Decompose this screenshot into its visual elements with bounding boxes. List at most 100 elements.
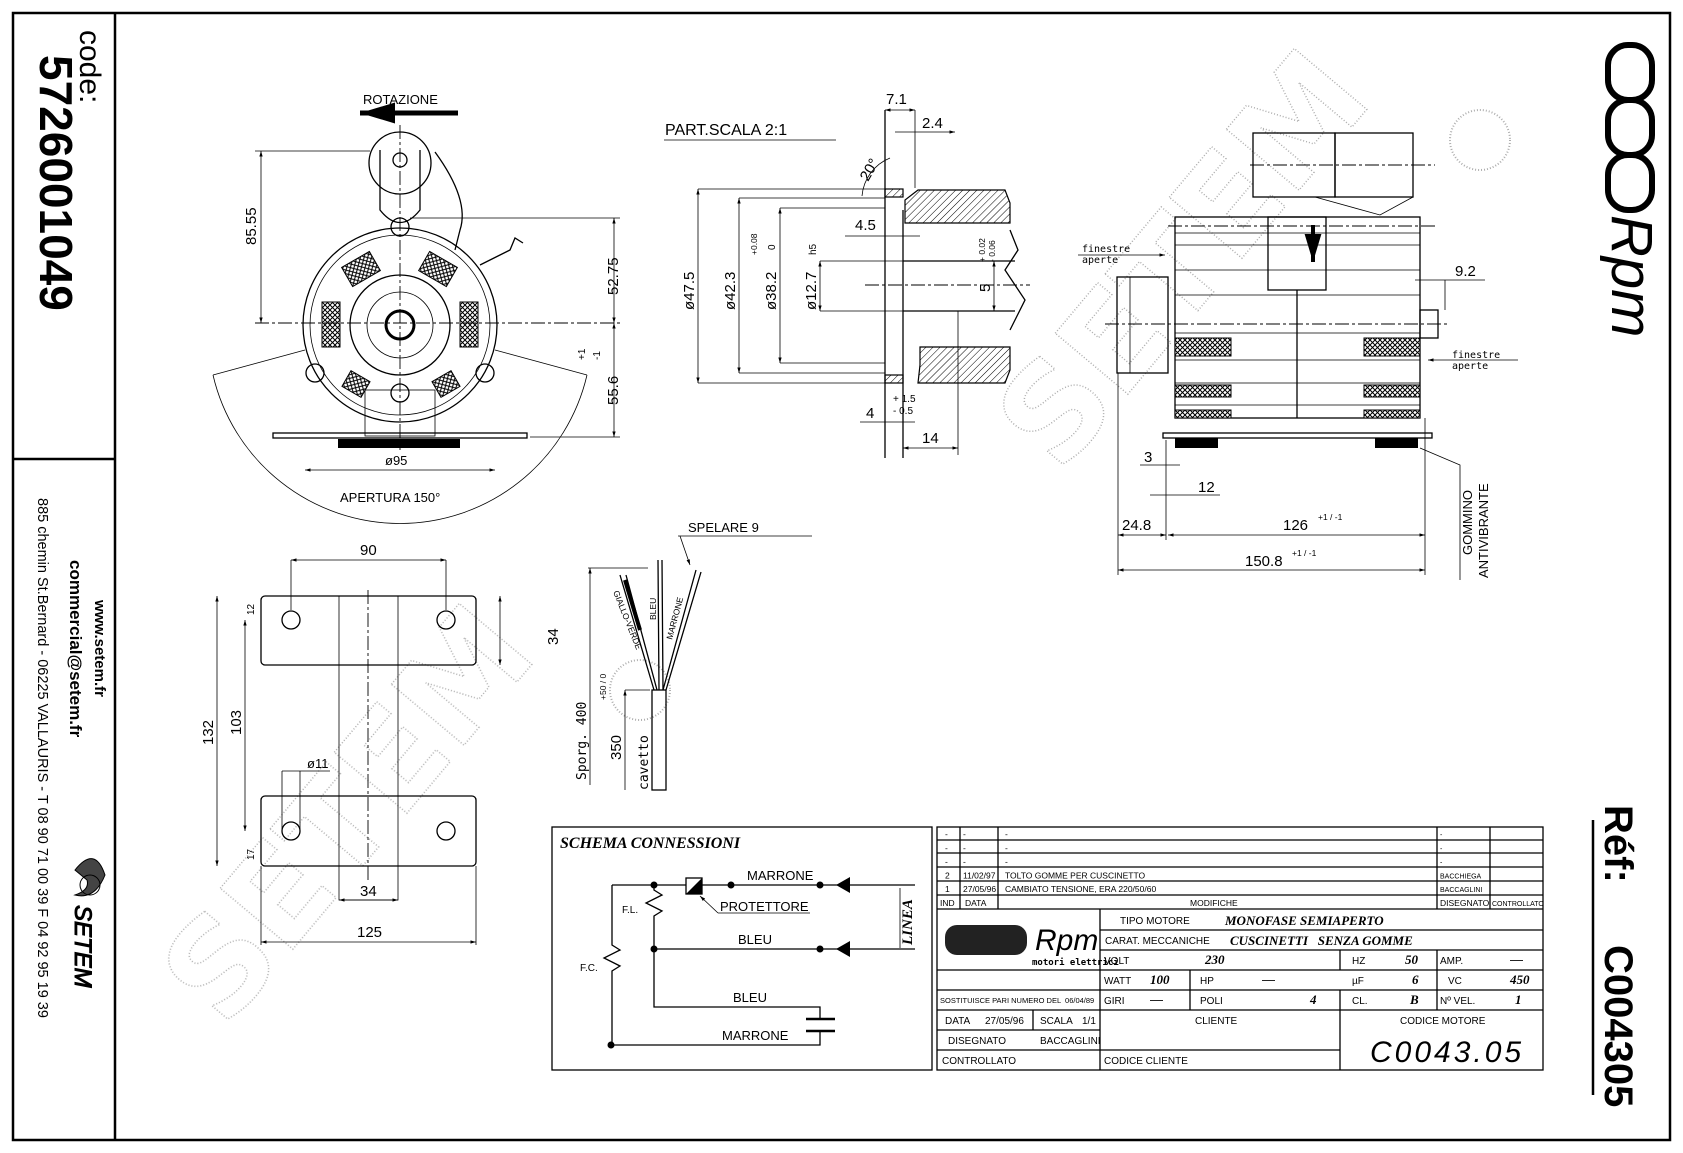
dim-55-6: 55.6 — [605, 376, 622, 405]
watt-label: WATT — [1104, 976, 1131, 987]
dim-4-tol-plus: + 1.5 — [893, 394, 916, 405]
strip-label: SPELARE 9 — [688, 520, 759, 535]
dim-350: 350 — [608, 735, 625, 760]
revision-desc: TOLTO GOMME PER CUSCINETTO — [1005, 870, 1145, 880]
controllato-label: CONTROLLATO — [942, 1056, 1016, 1067]
cl-value: B — [1409, 992, 1419, 1007]
dim-12-base: 12 — [246, 603, 257, 615]
wire-yellow-green: GIALLO-VERDE — [611, 589, 644, 651]
nvel-label: Nº VEL. — [1440, 996, 1475, 1007]
dim-47-5: ø47.5 — [681, 272, 698, 310]
schema-title: SCHEMA CONNESSIONI — [560, 835, 741, 852]
codice-motore-label: CODICE MOTORE — [1400, 1016, 1486, 1027]
dim-diam-95: ø95 — [385, 453, 407, 468]
base-view: 90 132 103 12 17 34 ø11 34 125 — [200, 542, 562, 945]
revision-desc: - — [1005, 843, 1008, 853]
revision-by: BACCAGLINI — [1440, 887, 1482, 894]
scala-value: 1/1 — [1082, 1016, 1096, 1027]
poli-value: 4 — [1309, 992, 1317, 1007]
tipo-motore-value: MONOFASE SEMIAPERTO — [1224, 913, 1384, 928]
dim-90: 90 — [360, 542, 377, 559]
revision-ind: - — [945, 843, 948, 853]
codice-cliente-label: CODICE CLIENTE — [1104, 1056, 1188, 1067]
revision-data: 11/02/97 — [963, 870, 996, 880]
rotation-label: ROTAZIONE — [363, 92, 438, 107]
dim-34-right: 34 — [545, 628, 562, 645]
hdr-ind: IND — [940, 898, 955, 908]
front-view: ROTAZIONE 85.55 — [212, 92, 622, 524]
connection-schema: SCHEMA CONNESSIONI MARRONE PROTETTORE BL… — [551, 826, 933, 1071]
revision-ind: 2 — [945, 870, 950, 880]
revision-by: - — [1440, 846, 1443, 853]
cable-label: cavetto — [637, 735, 652, 790]
label-fc: F.C. — [580, 963, 598, 974]
revision-data: - — [963, 857, 966, 867]
revision-by: BACCHIEGA — [1440, 873, 1482, 880]
label-bleu-mid: BLEU — [738, 932, 772, 947]
opening-label: APERTURA 150° — [340, 490, 440, 505]
dim-38-2-tol-zero: 0 — [767, 244, 778, 250]
dim-5: 5 — [977, 284, 994, 292]
data-value: 27/05/96 — [985, 1016, 1024, 1027]
svg-text:SETEM: SETEM — [69, 905, 96, 988]
grommet-label-a: GOMMINO — [1460, 490, 1475, 555]
svg-text:SETEM: SETEM — [132, 577, 563, 1050]
tipo-motore-label: TIPO MOTORE — [1120, 916, 1190, 927]
replaces-note: SOSTITUISCE PARI NUMERO DEL 06/04/89 — [940, 996, 1094, 1005]
hdr-modifiche: MODIFICHE — [1190, 898, 1238, 908]
windows-open-2b: aperte — [1452, 361, 1488, 372]
dim-55-6-tol-plus: +1 — [577, 348, 588, 360]
rpm-logo: Rpm — [1599, 42, 1664, 337]
dim-14: 14 — [922, 430, 939, 447]
dim-38-2: ø38.2 — [763, 272, 780, 310]
stator-windings — [321, 250, 479, 398]
hp-value: — — [1262, 972, 1275, 987]
dim-38-2-tol-plus: +0.08 — [749, 233, 759, 255]
dim-4-5: 4.5 — [855, 217, 876, 234]
hdr-data: DATA — [965, 898, 987, 908]
vc-value: 450 — [1509, 972, 1530, 987]
dim-9-2: 9.2 — [1455, 263, 1476, 280]
side-view: finestre aperte finestre aperte 9.2 3 12… — [1078, 132, 1518, 580]
label-fl: F.L. — [622, 905, 638, 916]
dim-diam-11: ø11 — [307, 756, 328, 771]
volt-label: VOLT — [1104, 956, 1129, 967]
vc-label: VC — [1448, 976, 1462, 987]
revision-desc: CAMBIATO TENSIONE, ERA 220/50/60 — [1005, 884, 1156, 894]
dim-4: 4 — [866, 405, 874, 422]
dim-85-55: 85.55 — [243, 207, 260, 245]
dim-126: 126 — [1283, 517, 1308, 534]
revision-data: 27/05/96 — [963, 884, 996, 894]
dim-12-side: 12 — [1198, 479, 1215, 496]
dim-42-3: ø42.3 — [722, 272, 739, 310]
dim-126-tol: +1 / -1 — [1318, 512, 1343, 522]
angle-20: 20° — [857, 156, 883, 184]
revision-by: - — [1440, 860, 1443, 867]
cable-view: SPELARE 9 GIALLO-VERDE BLEU MARRONE Spor… — [575, 520, 812, 791]
dim-5-tol-minus: - 0.06 — [987, 240, 997, 262]
revision-ind: - — [945, 857, 948, 867]
label-bleu-low: BLEU — [733, 990, 767, 1005]
dim-103: 103 — [228, 710, 245, 735]
label-marrone-low: MARRONE — [722, 1028, 789, 1043]
cliente-label: CLIENTE — [1195, 1016, 1238, 1027]
dim-5-tol-plus: + 0.02 — [977, 238, 987, 262]
dim-12-7: ø12.7 — [803, 272, 820, 310]
revision-desc: - — [1005, 857, 1008, 867]
dim-4-tol-minus: - 0.5 — [893, 406, 913, 417]
dim-52-75: 52.75 — [605, 257, 622, 295]
revision-ind: - — [945, 829, 948, 839]
disegnato-label: DISEGNATO — [948, 1036, 1006, 1047]
uf-label: µF — [1352, 976, 1364, 987]
revision-data: - — [963, 829, 966, 839]
setem-logo: SETEM — [69, 858, 106, 988]
hdr-checked: CONTROLLATO — [1492, 901, 1544, 908]
hz-label: HZ — [1352, 956, 1365, 967]
uf-value: 6 — [1412, 972, 1419, 987]
amp-label: AMP. — [1440, 956, 1463, 967]
dim-overhang-tol: +50 / 0 — [598, 673, 608, 700]
revision-desc: - — [1005, 829, 1008, 839]
hdr-drawn: DISEGNATO — [1440, 898, 1490, 908]
